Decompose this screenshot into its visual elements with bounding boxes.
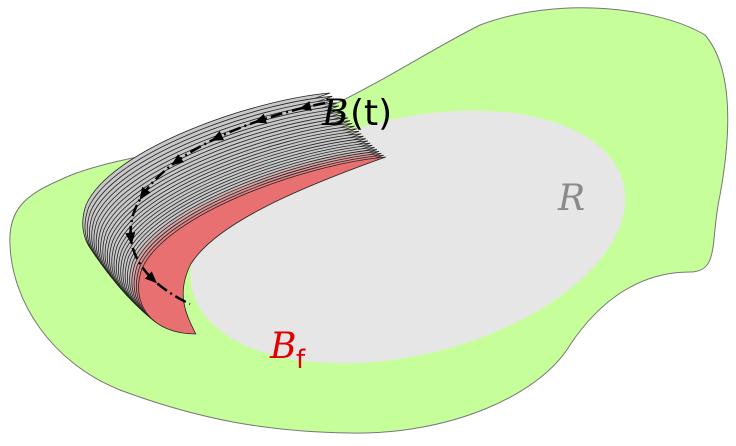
label-region: R — [557, 178, 585, 219]
trajectory-arrow — [211, 131, 225, 141]
label-body-final-subscript: f — [296, 345, 306, 375]
trajectory-arrow — [254, 113, 268, 124]
label-body-t-suffix: (t) — [350, 93, 392, 134]
label-body-final: B f — [269, 326, 306, 375]
trajectory-arrows — [125, 101, 312, 284]
trajectory-arrow — [171, 154, 184, 166]
label-body-t-script: B — [321, 93, 348, 134]
trajectory-arrow — [298, 101, 312, 111]
body-copy — [138, 156, 386, 335]
trajectory-arrow — [144, 271, 157, 284]
trajectory-arrow — [125, 232, 136, 245]
trajectory-arrow — [139, 186, 151, 200]
label-body-final-script: B — [269, 326, 296, 367]
label-body-t: B (t) — [321, 93, 392, 134]
